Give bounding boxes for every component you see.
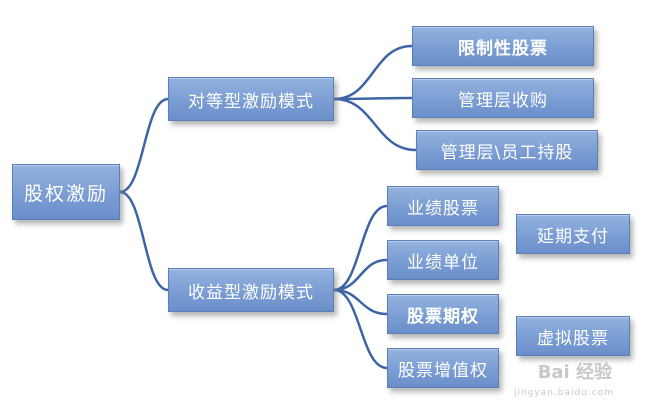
node-leaf-restricted-stock: 限制性股票 — [412, 26, 594, 66]
connector-root-to-income — [118, 190, 170, 292]
connector-income-to-sar — [332, 288, 389, 370]
connector-equal-to-mgmt-employee — [332, 97, 418, 152]
connector-income-to-perf-unit — [332, 258, 389, 292]
node-leaf-stock-option: 股票期权 — [387, 294, 499, 334]
watermark-brand: Bai 经验 — [537, 362, 612, 383]
node-leaf-sar: 股票增值权 — [387, 348, 499, 388]
node-root: 股权激励 — [12, 164, 120, 220]
node-branch-equal: 对等型激励模式 — [168, 77, 334, 121]
node-leaf-mgmt-employee-stock: 管理层\员工持股 — [416, 130, 598, 170]
node-leaf-mbo: 管理层收购 — [412, 78, 594, 118]
connector-equal-to-restricted — [332, 44, 414, 101]
node-leaf-performance-unit: 业绩单位 — [387, 240, 499, 280]
node-leaf-deferred-payment: 延期支付 — [516, 214, 630, 254]
node-leaf-virtual-stock: 虚拟股票 — [516, 316, 630, 356]
connector-equal-to-mbo — [332, 96, 414, 101]
connector-income-to-perf-stock — [332, 204, 389, 292]
watermark-url: jingyan.baidu.com — [513, 388, 614, 398]
node-leaf-performance-stock: 业绩股票 — [387, 186, 499, 226]
connector-root-to-equal — [118, 97, 170, 194]
node-branch-income: 收益型激励模式 — [168, 268, 334, 312]
